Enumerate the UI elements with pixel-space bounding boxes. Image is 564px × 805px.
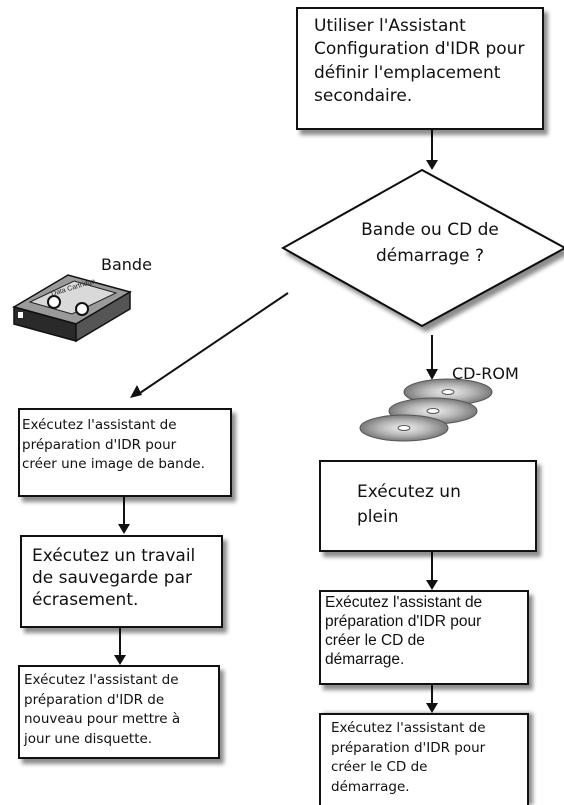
left-step-3-box: Exécutez l'assistant de préparation d'ID… [18, 665, 220, 759]
right-step-3-line: démarrage. [331, 778, 410, 795]
top-box-line: secondaire. [314, 86, 413, 107]
right-step-3-line: créer le CD de [331, 759, 428, 776]
left-step-3-line: préparation d'IDR de [24, 691, 165, 708]
right-step-3-line: Exécutez l'assistant de [331, 720, 486, 736]
left-step-2-box: Exécutez un travail de sauvegarde par éc… [20, 535, 223, 628]
left-step-3-line: Exécutez l'assistant de [24, 672, 179, 688]
right-step-1-line: plein [357, 506, 399, 527]
decision-line: démarrage ? [375, 246, 484, 267]
decision-text: Bande ou CD de démarrage ? [345, 217, 515, 270]
right-step-2-line: démarrage. [325, 650, 405, 668]
left-step-3-line: nouveau pour mettre à [24, 711, 181, 728]
left-step-1-line: préparation d'IDR pour [22, 436, 177, 453]
right-step-1-box: Exécutez un plein [319, 460, 537, 552]
left-step-2-line: Exécutez un travail [32, 546, 196, 566]
right-step-2-line: créer le CD de [325, 631, 425, 649]
decision-diamond [280, 168, 564, 328]
left-step-1-line: créer une image de bande. [22, 456, 205, 473]
cd-rom-icon [359, 378, 493, 442]
right-step-2-line: Exécutez l'assistant de [325, 594, 483, 611]
cd-rom-label: CD-ROM [452, 364, 519, 383]
left-step-1-box: Exécutez l'assistant de préparation d'ID… [18, 408, 232, 497]
top-box-line: définir l'emplacement [314, 62, 501, 83]
left-step-3-line: jour une disquette. [24, 730, 153, 747]
arrow-decision-to-tape [136, 292, 289, 396]
left-step-1-line: Exécutez l'assistant de [22, 417, 177, 433]
right-step-2-box: Exécutez l'assistant de préparation d'ID… [319, 590, 529, 685]
left-step-2-line: de sauvegarde par [32, 568, 192, 589]
right-step-3-box: Exécutez l'assistant de préparation d'ID… [319, 713, 529, 805]
tape-cartridge-icon: Data Cartridge [12, 274, 132, 343]
right-step-3-line: préparation d'IDR pour [331, 739, 486, 756]
tape-label: Bande [101, 255, 152, 274]
top-box-line: Configuration d'IDR pour [314, 39, 525, 60]
right-step-1-line: Exécutez un [357, 482, 461, 502]
top-box-line: Utiliser l'Assistant [314, 16, 466, 36]
right-step-2-line: préparation d'IDR pour [325, 612, 482, 630]
top-process-box: Utiliser l'Assistant Configuration d'IDR… [296, 7, 544, 130]
left-step-2-line: écrasement. [32, 590, 139, 611]
decision-line: Bande ou CD de [361, 220, 499, 240]
